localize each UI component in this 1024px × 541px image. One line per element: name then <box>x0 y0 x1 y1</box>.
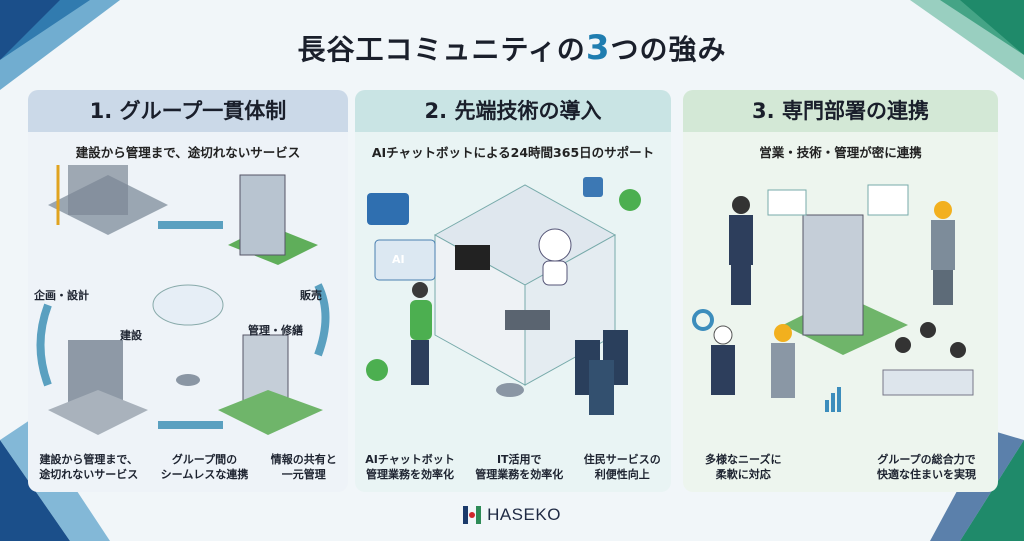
haseko-logo: HASEKO <box>0 505 1024 525</box>
caption: グループの総合力で快適な住まいを実現 <box>877 453 976 481</box>
team-meeting <box>882 322 974 396</box>
pie-chart-icon <box>867 184 909 216</box>
panel-heading: 2. 先端技術の導入 <box>355 90 671 132</box>
panel-subtitle: AIチャットボットによる24時間365日のサポート <box>371 145 655 160</box>
caption: 多様なニーズに柔軟に対応 <box>705 453 782 481</box>
stage-label-planning: 企画・設計 <box>34 289 89 302</box>
managed-building-icon <box>218 334 323 435</box>
caption: グループ間のシームレスな連携 <box>160 453 249 481</box>
database-icon <box>176 374 200 386</box>
lifecycle-illustration <box>36 165 330 435</box>
central-building-icon <box>783 214 908 355</box>
lightbulb-icon <box>619 189 641 211</box>
building-under-construction-icon <box>48 340 148 435</box>
ai-robot-icon <box>538 228 572 286</box>
apartment-building-icon <box>228 174 318 265</box>
panel-department-collaboration: 3. 専門部署の連携 営業・技術・管理が密に連携 多様なニーズに柔軟に対応 グル… <box>683 90 998 492</box>
panel-subtitle: 建設から管理まで、途切れないサービス <box>75 145 301 160</box>
server-rack-icon <box>575 330 628 415</box>
eco-icon <box>366 359 388 381</box>
panel-advanced-tech: 2. 先端技術の導入 AIチャットボットによる24時間365日のサポート AI … <box>355 90 671 492</box>
page-title: 長谷工コミュニティの3つの強み <box>297 28 727 68</box>
dashboard-chart-icon <box>767 189 807 216</box>
stage-label-sales: 販売 <box>300 289 322 302</box>
construction-site-icon <box>48 165 168 235</box>
sofa-icon <box>505 310 550 330</box>
panel-group-integration: 1. グループ一貫体制 建設から管理まで、途切れないサービス 企画・設計 建設 … <box>28 90 348 492</box>
settings-icon <box>583 177 603 197</box>
cloud-icon <box>152 284 224 326</box>
caption: 住民サービスの利便性向上 <box>583 453 661 481</box>
donut-chart-icon <box>692 309 714 331</box>
smart-home-illustration <box>366 177 641 415</box>
panel-subtitle: 営業・技術・管理が密に連携 <box>759 145 922 160</box>
database-icon <box>496 383 524 397</box>
handshake-people <box>711 324 795 398</box>
stage-label-construction: 建設 <box>120 329 142 342</box>
businessman-with-tablet <box>729 196 753 305</box>
caption: 情報の共有と一元管理 <box>270 453 337 481</box>
tv-icon <box>455 245 490 270</box>
caption: AIチャットボット管理業務を効率化 <box>365 453 455 481</box>
bar-chart-icon <box>825 387 841 412</box>
flow-arrow <box>36 303 52 387</box>
logo-text: HASEKO <box>487 505 561 524</box>
ai-screen-icon <box>367 193 409 225</box>
caption: IT活用で管理業務を効率化 <box>475 453 564 481</box>
caption: 建設から管理まで、途切れないサービス <box>39 453 139 481</box>
panel-heading: 1. グループ一貫体制 <box>28 90 348 132</box>
collaboration-illustration <box>692 184 974 412</box>
haseko-logo-mark-icon <box>463 506 482 524</box>
flow-arrow <box>314 283 330 357</box>
video-call-screen-icon <box>374 239 436 281</box>
stage-label-management: 管理・修繕 <box>248 324 303 337</box>
ai-badge: AI <box>392 253 405 266</box>
person-using-phone <box>410 282 432 385</box>
engineer-with-blueprint <box>931 201 955 305</box>
panel-heading: 3. 専門部署の連携 <box>683 90 998 132</box>
